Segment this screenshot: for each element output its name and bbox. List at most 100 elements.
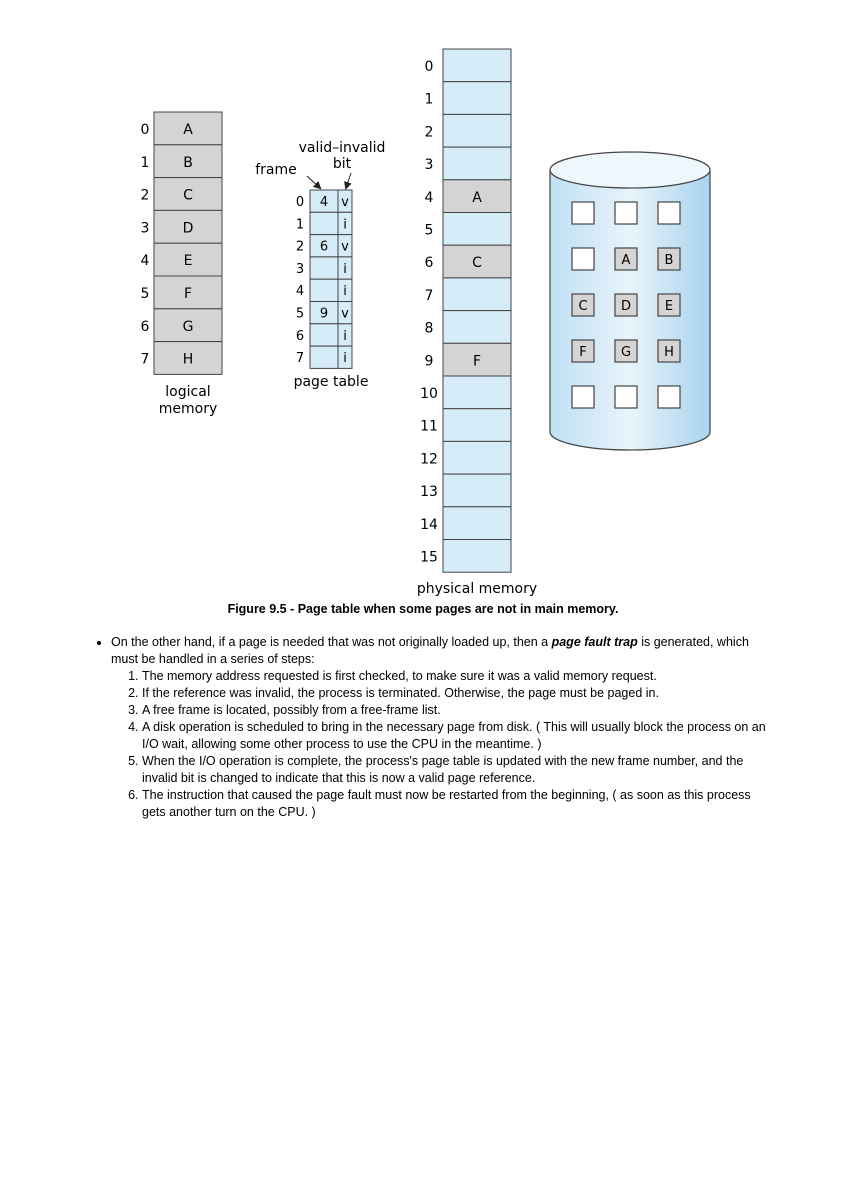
page-table-index: 2 — [296, 240, 304, 255]
physical-frame-label: C — [472, 255, 482, 271]
logical-page-index: 3 — [141, 220, 150, 236]
page-table-bit: i — [343, 284, 347, 299]
disk-block-label: A — [622, 253, 631, 268]
page-table-bit: i — [343, 217, 347, 232]
physical-frame-cell — [442, 310, 512, 344]
physical-frame-index: 3 — [425, 157, 434, 173]
page-table-frame-cell — [309, 211, 339, 236]
disk-block — [614, 385, 638, 409]
backing-store-disk: A B C D E F G H — [549, 151, 711, 451]
physical-frame-cell — [442, 113, 512, 148]
logical-page-label: A — [183, 122, 193, 138]
logical-page-cell — [153, 341, 223, 375]
physical-frame-index: 2 — [425, 124, 434, 140]
disk-block — [657, 247, 681, 271]
physical-frame-index: 10 — [420, 386, 438, 402]
page-table-frame-number: 6 — [320, 240, 328, 255]
valid-invalid-bit-label: bit — [333, 156, 352, 172]
page-table-index: 4 — [296, 284, 304, 299]
physical-frame-cell — [442, 473, 512, 508]
physical-frame-index: 14 — [420, 517, 438, 533]
disk-block — [657, 293, 681, 317]
frame-column-label: frame — [255, 162, 297, 178]
page-table-index: 5 — [296, 307, 304, 322]
disk-block-label: F — [579, 345, 586, 360]
page-table-index: 7 — [296, 351, 304, 366]
page-table-bit: v — [341, 307, 349, 322]
logical-page-label: F — [184, 286, 192, 302]
physical-frame-index: 7 — [425, 288, 434, 304]
disk-block — [657, 201, 681, 225]
disk-block — [614, 201, 638, 225]
frame-arrow — [306, 175, 322, 190]
step-item: When the I/O operation is complete, the … — [142, 753, 772, 787]
logical-page-index: 5 — [141, 286, 150, 302]
physical-frame-label: A — [472, 190, 482, 206]
page-table-frame-cell — [309, 345, 339, 369]
page-table-index: 1 — [296, 217, 304, 232]
page-fault-explanation: On the other hand, if a page is needed t… — [92, 634, 772, 821]
bullet-text-after: is generated, which must be handled in a… — [111, 635, 749, 666]
disk-block — [571, 293, 595, 317]
logical-page-index: 1 — [141, 155, 150, 171]
physical-memory-label: physical memory — [417, 581, 537, 597]
physical-frame-index: 6 — [425, 255, 434, 271]
bullet-list: On the other hand, if a page is needed t… — [92, 634, 772, 821]
step-item: If the reference was invalid, the proces… — [142, 685, 772, 702]
disk-block — [614, 293, 638, 317]
page-table-bit: v — [341, 240, 349, 255]
logical-memory-label: memory — [159, 401, 218, 417]
physical-frame-index: 5 — [425, 223, 434, 239]
page-table-frame-cell — [309, 256, 339, 280]
disk-block-label: E — [665, 299, 673, 314]
page-table-index: 0 — [296, 195, 304, 210]
disk-top — [549, 151, 711, 189]
disk-block-label: D — [621, 299, 631, 314]
physical-frame-index: 15 — [420, 550, 438, 566]
disk-block-label: G — [621, 345, 631, 360]
disk-block — [614, 247, 638, 271]
page-table-index: 3 — [296, 262, 304, 277]
page-table-frame-cell — [309, 278, 339, 303]
physical-frame-cell — [442, 81, 512, 115]
logical-page-cell — [153, 209, 223, 244]
page-fault-trap-term: page fault trap — [551, 635, 638, 649]
physical-frame-index: 4 — [425, 190, 434, 206]
logical-page-index: 7 — [141, 352, 150, 368]
physical-frame-index: 1 — [425, 92, 434, 108]
physical-frame-index: 11 — [420, 419, 438, 435]
physical-frame-cell — [442, 146, 512, 181]
disk-block-label: H — [664, 345, 674, 360]
disk-block-label: B — [665, 253, 674, 268]
physical-frame-index: 9 — [425, 353, 434, 369]
physical-frame-cell — [442, 408, 512, 442]
logical-page-label: G — [183, 319, 194, 335]
physical-frame-cell — [442, 179, 512, 214]
page-table-index: 6 — [296, 329, 304, 344]
logical-page-label: D — [183, 220, 194, 236]
logical-page-label: C — [183, 188, 193, 204]
logical-page-index: 6 — [141, 319, 150, 335]
logical-page-label: B — [183, 155, 193, 171]
logical-page-index: 4 — [141, 253, 150, 269]
page-table-frame-number: 9 — [320, 307, 328, 322]
disk-block — [571, 339, 595, 363]
bit-arrow — [344, 172, 352, 190]
logical-page-cell — [153, 275, 223, 310]
physical-frame-cell — [442, 277, 512, 312]
page-fault-bullet: On the other hand, if a page is needed t… — [111, 634, 772, 821]
page-table-frame-cell — [309, 323, 339, 347]
physical-frame-label: F — [473, 353, 481, 369]
logical-memory-label: logical — [165, 384, 210, 400]
disk-block — [571, 385, 595, 409]
physical-frame-index: 12 — [420, 451, 438, 467]
steps-list: The memory address requested is first ch… — [111, 668, 772, 821]
page-table-bit: i — [343, 329, 347, 344]
physical-frame-cell — [442, 539, 512, 573]
step-item: The instruction that caused the page fau… — [142, 787, 772, 821]
disk-block-label: C — [578, 299, 587, 314]
step-item: A disk operation is scheduled to bring i… — [142, 719, 772, 753]
page-table-bit: i — [343, 262, 347, 277]
